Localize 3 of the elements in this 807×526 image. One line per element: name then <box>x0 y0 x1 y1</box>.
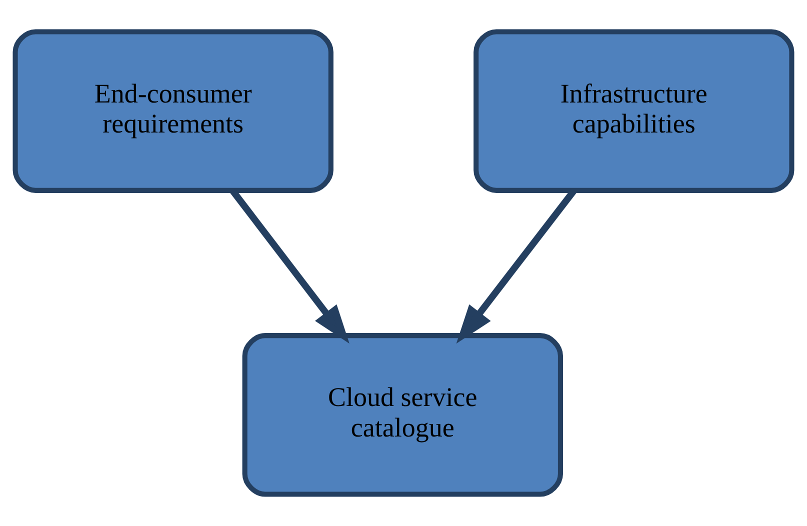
node-box: Infrastructure capabilities <box>474 29 794 193</box>
node-box: End-consumer requirements <box>12 29 334 193</box>
node-box: Cloud service catalogue <box>242 333 564 497</box>
